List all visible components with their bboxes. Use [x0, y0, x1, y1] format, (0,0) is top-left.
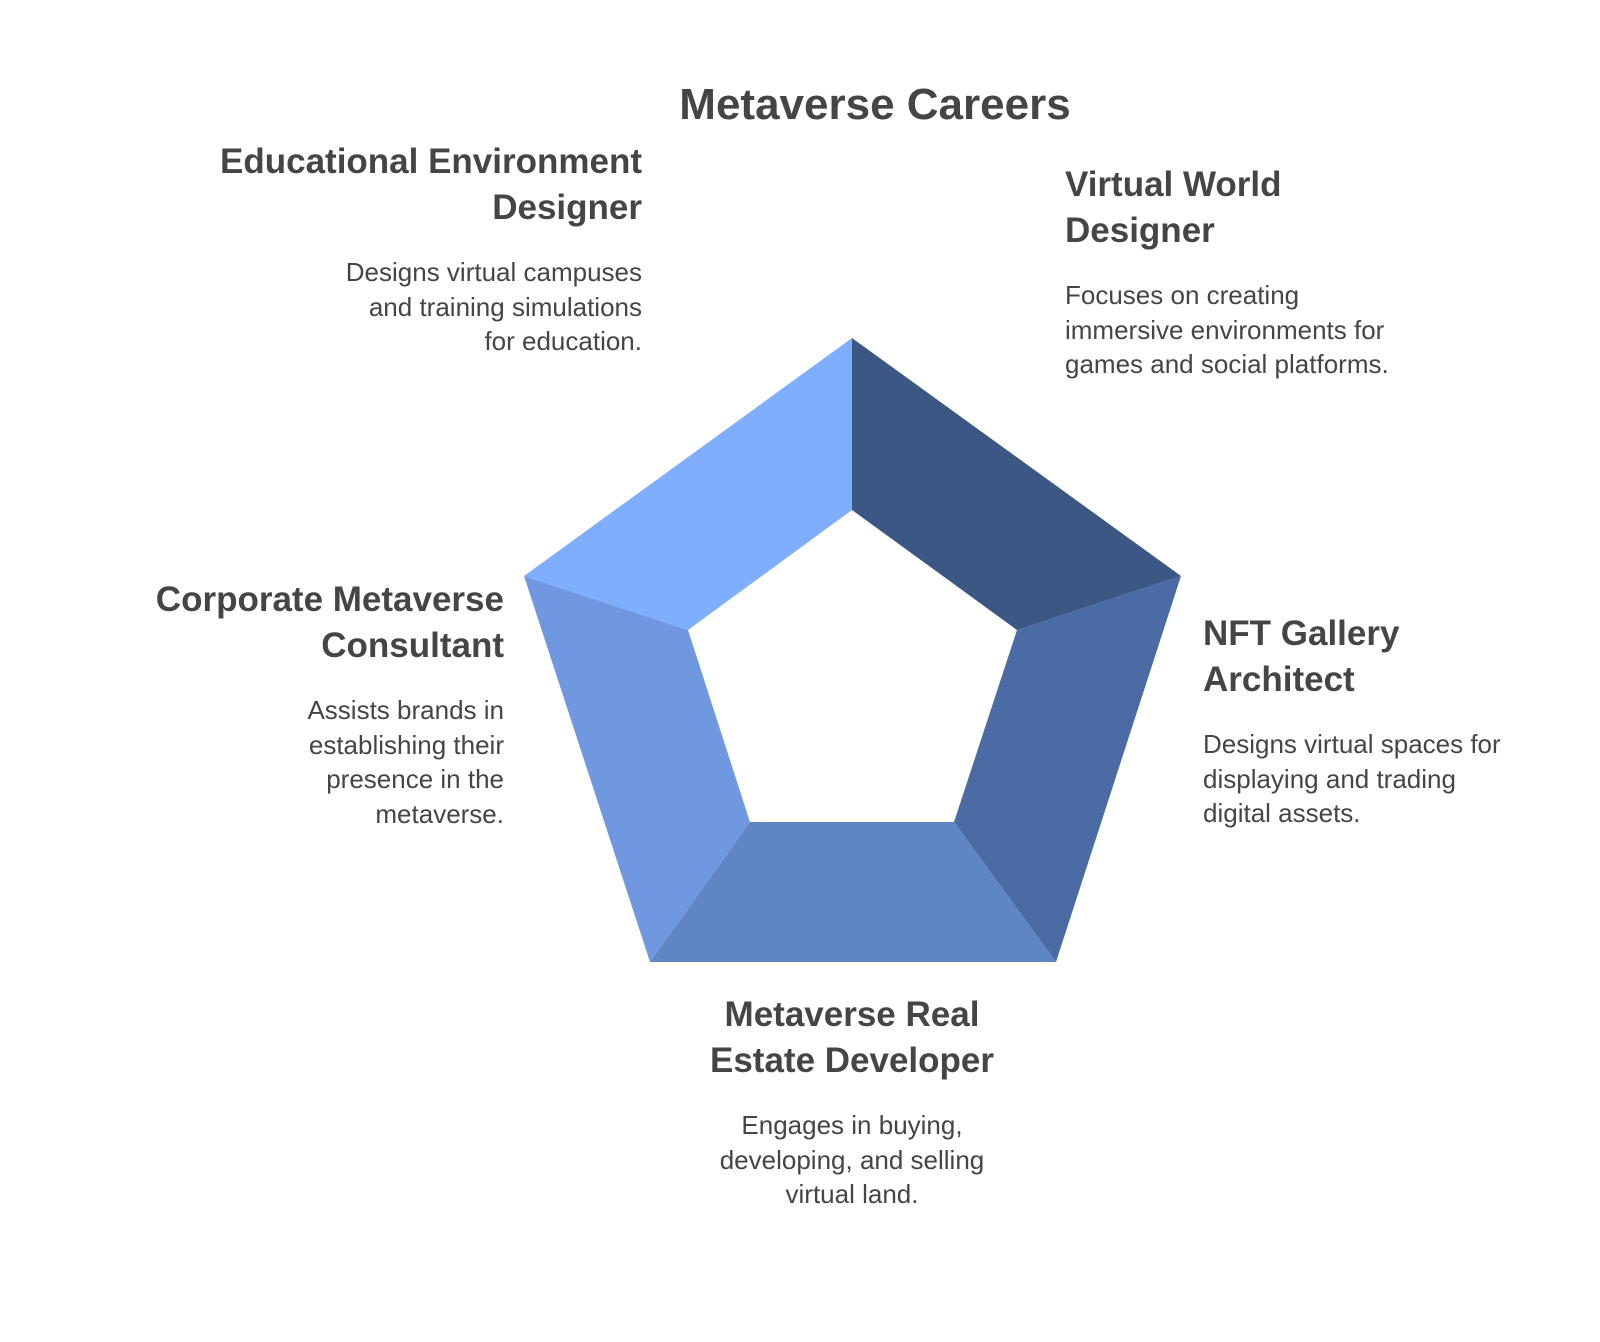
item-nft-gallery-architect: NFT Gallery Architect Designs virtual sp…: [1203, 611, 1523, 831]
item-educational-designer: Educational Environment Designer Designs…: [160, 139, 642, 359]
item-description: Focuses on creating immersive environmen…: [1065, 280, 1389, 379]
item-description: Assists brands in establishing their pre…: [307, 695, 504, 829]
segment-nft-gallery-architect: [954, 576, 1181, 962]
diagram-title: Metaverse Careers: [679, 80, 1071, 129]
item-virtual-world-designer: Virtual World Designer Focuses on creati…: [1065, 162, 1405, 382]
segment-real-estate-developer: [650, 822, 1056, 962]
segment-educational-designer: [524, 338, 852, 630]
segment-virtual-world-designer: [852, 338, 1181, 630]
item-heading: Metaverse Real Estate Developer: [709, 995, 995, 1080]
item-description: Engages in buying, developing, and selli…: [719, 1110, 985, 1209]
item-description: Designs virtual spaces for displaying an…: [1203, 729, 1501, 828]
item-heading: NFT Gallery Architect: [1203, 614, 1400, 699]
item-corporate-consultant: Corporate Metaverse Consultant Assists b…: [100, 577, 504, 831]
item-heading: Virtual World Designer: [1065, 165, 1282, 250]
item-heading: Educational Environment Designer: [220, 142, 642, 227]
segment-corporate-consultant: [524, 576, 750, 962]
item-heading: Corporate Metaverse Consultant: [155, 580, 504, 665]
item-real-estate-developer: Metaverse Real Estate Developer Engages …: [682, 992, 1022, 1212]
item-description: Designs virtual campuses and training si…: [345, 257, 642, 356]
